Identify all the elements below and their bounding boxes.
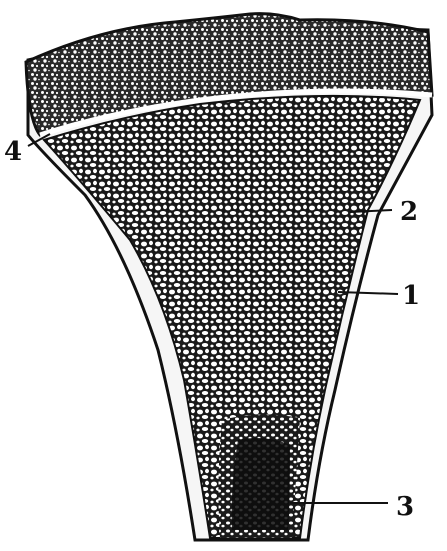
callout-label-4: 4 [4,137,22,167]
marrow-dark-core [232,438,290,530]
callout-label-3: 3 [396,492,414,522]
callout-label-2: 2 [400,197,418,227]
callout-label-1: 1 [402,281,420,311]
